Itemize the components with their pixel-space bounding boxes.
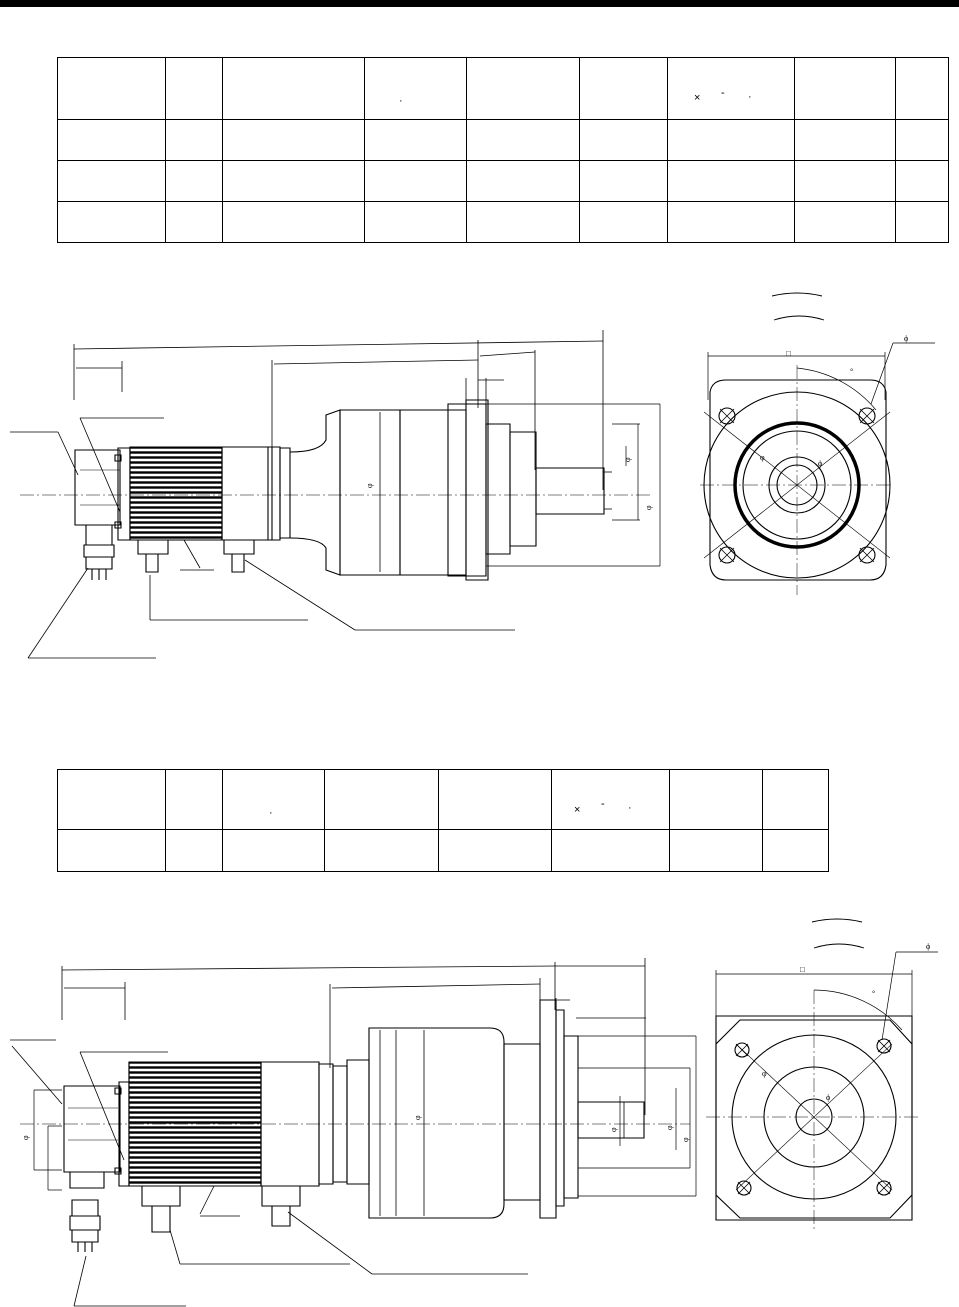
phi-label: φ (762, 1069, 767, 1078)
table-cell (364, 119, 467, 161)
dash-mark: - (601, 798, 605, 810)
table-cell (667, 201, 795, 243)
phi-label: φ (21, 1135, 30, 1140)
phi-label: φ (365, 483, 374, 488)
dash-mark: - (721, 87, 725, 99)
table-row: · × - · (57, 57, 949, 120)
dot-mark: · (628, 802, 632, 814)
table-cell (551, 829, 670, 872)
table-cell (669, 829, 763, 872)
phi-label: φ (665, 1125, 674, 1130)
table-cell (895, 119, 949, 161)
phi-label: ϕ (926, 942, 930, 951)
table-cell (466, 201, 580, 243)
table-cell (794, 201, 896, 243)
table-cell (794, 57, 896, 120)
table-row (57, 201, 949, 243)
table-cell (667, 119, 795, 161)
table-row: · × - · (57, 769, 829, 830)
times-mark: × (574, 804, 581, 816)
phi-label: φ (760, 453, 765, 462)
table-cell (57, 829, 166, 872)
table-cell (57, 160, 166, 202)
spec-table-1: · × - · (57, 57, 949, 243)
top-rule (0, 0, 959, 7)
table-cell (165, 769, 223, 830)
table-cell (364, 201, 467, 243)
table-cell (438, 769, 552, 830)
times-mark: × (694, 92, 701, 104)
table-cell: × - · (551, 769, 670, 830)
dot-mark: · (748, 91, 752, 103)
table-row (57, 160, 949, 202)
table-cell (466, 57, 580, 120)
phi-label: φ (681, 1137, 690, 1142)
table-cell (165, 829, 223, 872)
phi-label: φ (644, 505, 653, 510)
table-cell: · (222, 769, 325, 830)
square-label: □ (800, 965, 805, 974)
phi-label: φ (623, 457, 632, 462)
front-view-1 (700, 293, 935, 595)
table-cell (222, 57, 365, 120)
table-cell (324, 769, 439, 830)
table-cell (324, 829, 439, 872)
phi-label: φ (609, 1127, 618, 1132)
table-cell (895, 57, 949, 120)
front-view-2 (706, 919, 938, 1230)
table-cell (222, 201, 365, 243)
degree-label: ° (872, 989, 875, 998)
table-row (57, 119, 949, 161)
table-cell (165, 160, 223, 202)
table-cell (895, 201, 949, 243)
phi-label: ϕ (826, 1093, 830, 1102)
square-label: □ (786, 349, 791, 358)
table-cell (222, 119, 365, 161)
side-view-2 (10, 958, 696, 1306)
table-cell (222, 829, 325, 872)
dot-mark: · (399, 95, 403, 107)
table-cell (466, 119, 580, 161)
phi-label: ϕ (818, 459, 822, 468)
table-row (57, 829, 829, 872)
dot-mark: · (269, 807, 273, 819)
table-cell: × - · (667, 57, 795, 120)
degree-label: ° (850, 367, 853, 376)
phi-label: ϕ (904, 334, 908, 343)
table-cell (794, 119, 896, 161)
table-cell (762, 829, 829, 872)
spec-table-2: · × - · (57, 769, 829, 872)
side-view-1 (10, 330, 660, 658)
phi-label: φ (413, 1115, 422, 1120)
table-cell (438, 829, 552, 872)
